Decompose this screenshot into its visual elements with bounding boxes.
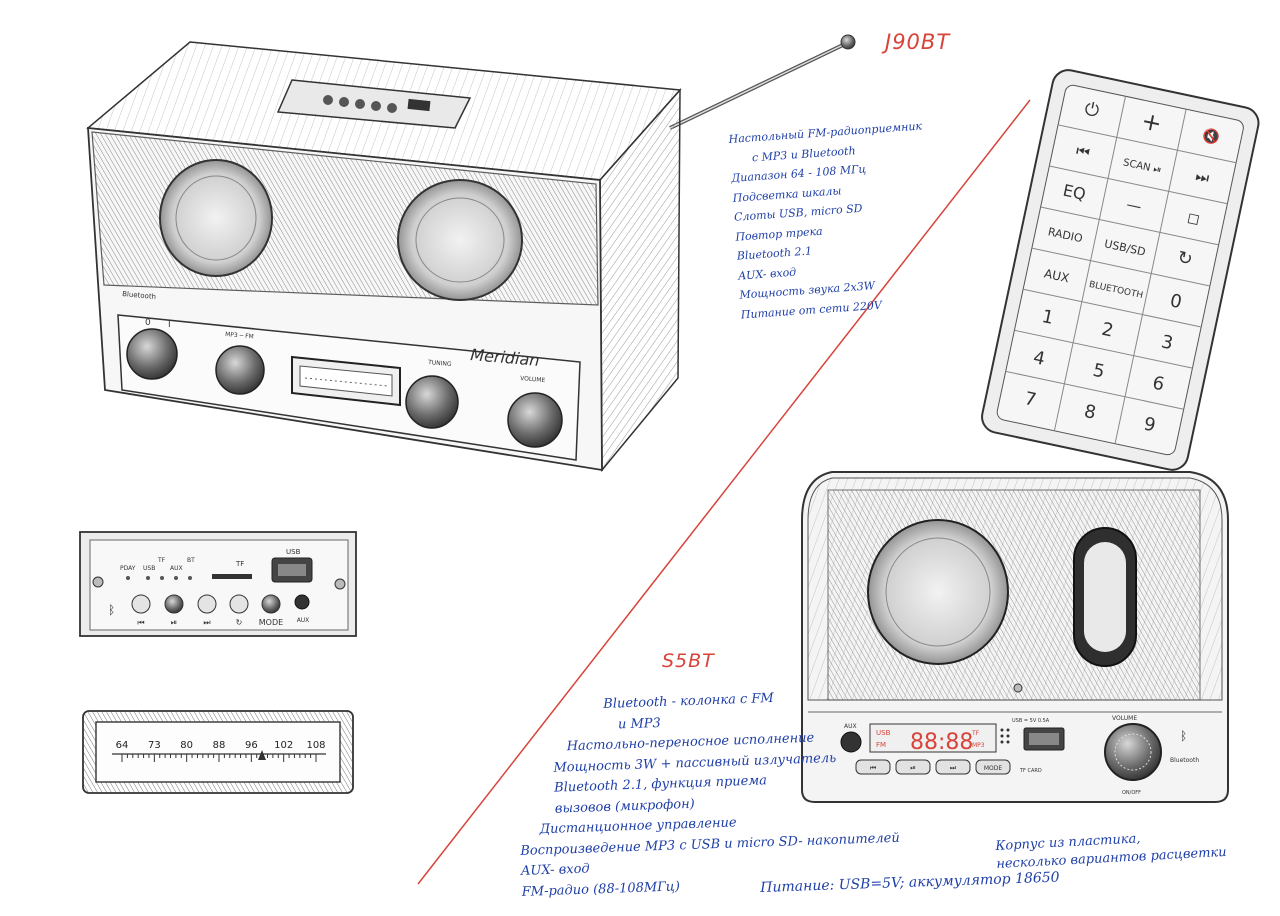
s5bt-radio: AUX USB FM 88:88 TF MP3 USB = 5V 0.5A TF… (801, 471, 1229, 803)
remote-key-stop: ◻ (1186, 208, 1202, 228)
s5-bluetooth-badge: Bluetooth (1170, 757, 1199, 764)
remote-key-prev: ⏮ (1075, 141, 1092, 161)
dial-scale-label: 80 (180, 740, 193, 751)
remote-key-repeat: ↻ (1175, 247, 1194, 271)
mp3-btn-aux: AUX (297, 617, 310, 624)
s5-display (869, 723, 997, 753)
s5-btn-mode: MODE (984, 765, 1003, 772)
remote-key-eq: EQ (1061, 181, 1087, 204)
power-switch-1: I (168, 320, 171, 330)
dial-scale-label: 96 (245, 740, 258, 751)
divider-line (417, 99, 1031, 885)
title-s5bt: S5BT (662, 650, 715, 672)
bluetooth-badge: Bluetooth (122, 290, 157, 301)
s5-on-off: ON/OFF (1122, 790, 1141, 796)
s5-tf-card: TF CARD (1019, 768, 1042, 774)
specs-j90bt: Настольный FM-радиоприемник с MP3 и Blue… (728, 116, 935, 324)
remote-key-5: 5 (1091, 360, 1107, 383)
s5-aux-label: AUX (844, 723, 857, 730)
power-switch-0: 0 (145, 318, 151, 328)
s5-btn-prev: ⏮ (870, 764, 876, 772)
s5-volume-knob (1104, 723, 1162, 781)
s5-display-right-1: MP3 (972, 742, 985, 749)
tuning-knob (405, 375, 459, 429)
indicator-2: TF (157, 557, 166, 564)
volume-knob (507, 392, 563, 448)
remote-key-1: 1 (1040, 306, 1056, 329)
s5-display-digits: 88:88 (910, 730, 973, 755)
dial-scale-label: 73 (148, 740, 161, 751)
mode-label: MP3 ─ FM (225, 331, 254, 340)
mp3-btn-prev: ⏮ (137, 618, 144, 627)
s5-usb-spec: USB = 5V 0.5A (1012, 718, 1050, 724)
tuning-label: TUNING (427, 359, 452, 368)
volume-label: VOLUME (520, 375, 546, 384)
s5-volume-label: VOLUME (1112, 715, 1137, 722)
remote-key-aux: AUX (1043, 266, 1071, 285)
power-knob (126, 328, 178, 380)
remote-key-3: 3 (1159, 331, 1175, 354)
remote-key-mute: 🔇 (1201, 126, 1222, 146)
s5-speaker (867, 519, 1009, 665)
remote-key-6: 6 (1151, 372, 1167, 395)
mode-knob (215, 345, 265, 395)
indicator-3: AUX (170, 565, 183, 572)
mp3-btn-play: ⏯ (171, 618, 177, 627)
remote-key-2: 2 (1100, 319, 1116, 342)
indicator-0: PDAY (120, 565, 136, 572)
remote-control: ⏻ + 🔇 ⏮ SCAN ⏯ ⏭ EQ — ◻ RADIO USB/SD ↻ A… (981, 69, 1260, 471)
remote-key-power: ⏻ (1083, 98, 1101, 122)
remote-key-8: 8 (1082, 401, 1098, 424)
indicator-4: BT (187, 557, 195, 564)
remote-key-minus: — (1125, 195, 1143, 216)
s5-display-right-0: TF (971, 730, 980, 737)
s5-bluetooth-icon: ᛒ (1180, 729, 1187, 743)
mp3-btn-repeat: ↻ (236, 618, 243, 627)
s5-btn-next: ⏭ (950, 764, 957, 772)
s5-display-left-1: FM (876, 741, 886, 749)
s5-btn-play: ⏯ (910, 764, 916, 772)
tuning-dial: 64 73 80 88 96 102 108 (82, 710, 354, 794)
remote-key-0: 0 (1168, 290, 1184, 313)
dial-scale-label: 102 (274, 740, 293, 751)
usb-label: USB (286, 548, 301, 556)
remote-key-4: 4 (1031, 347, 1047, 370)
dial-scale-label: 108 (306, 740, 325, 751)
remote-key-7: 7 (1023, 388, 1039, 411)
mp3-btn-mode: MODE (259, 618, 283, 627)
mp3-module: PDAY USB TF AUX BT TF USB ᛒ ⏮ ⏯ ⏭ ↻ MODE… (79, 531, 357, 637)
dial-scale-label: 88 (213, 740, 226, 751)
indicator-1: USB (143, 565, 155, 572)
mp3-btn-next: ⏭ (203, 618, 210, 627)
s5-display-left-0: USB (876, 729, 891, 737)
j90bt-radio: Meridian Bluetooth 0 I MP3 ─ FM TUNING V… (86, 34, 856, 473)
dial-scale-label: 64 (116, 740, 129, 751)
bluetooth-icon: ᛒ (108, 603, 115, 617)
tf-label: TF (235, 560, 244, 568)
remote-key-9: 9 (1142, 414, 1158, 437)
title-j90bt: J90BT (885, 30, 951, 54)
remote-key-next: ⏭ (1194, 167, 1211, 188)
specs-s5bt: Bluetooth - колонка с FM и MP3 Настольно… (515, 685, 902, 903)
